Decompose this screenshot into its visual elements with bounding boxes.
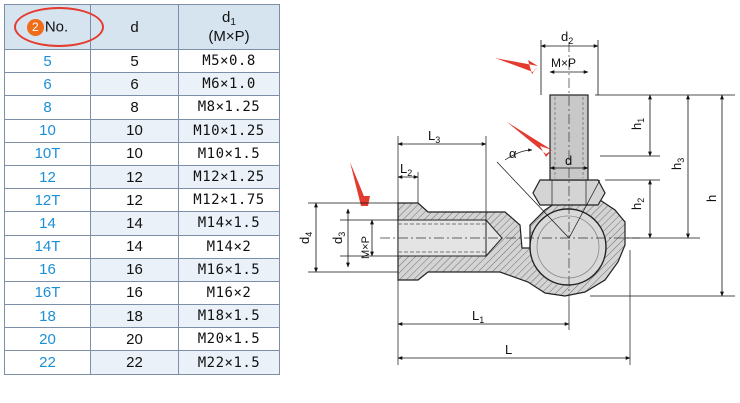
cell-no: 12 [4, 164, 91, 190]
header-d-label: d [130, 18, 139, 36]
label-L3: L3 [428, 128, 440, 145]
cell-d: 14 [90, 211, 179, 236]
cell-no: 10 [4, 118, 91, 143]
label-d: d [565, 153, 572, 168]
label-L: L [505, 342, 512, 357]
cell-d: 10 [90, 141, 179, 166]
red-arrow-middle [507, 122, 552, 157]
cell-mp: M6×1.0 [178, 72, 280, 97]
cell-mp: M14×1.5 [178, 211, 280, 236]
header-d: d [90, 4, 179, 50]
cell-mp: M16×2 [178, 280, 280, 306]
ball [529, 208, 607, 286]
label-d3: d3 [330, 232, 347, 244]
label-d2: d2 [561, 29, 573, 46]
cell-d: 10 [90, 118, 179, 143]
label-h2: h2 [629, 198, 646, 210]
highlight-ring [13, 7, 104, 48]
red-arrow-left [350, 162, 370, 206]
cell-no: 8 [4, 95, 91, 120]
label-mxp-top: M×P [551, 56, 576, 70]
label-L2: L2 [400, 161, 412, 178]
cell-mp: M12×1.25 [178, 164, 280, 190]
cell-mp: M5×0.8 [178, 48, 280, 74]
cell-mp: M10×1.25 [178, 118, 280, 143]
cell-d: 8 [90, 95, 179, 120]
header-d1-sub: 1 [230, 17, 236, 28]
cell-d: 16 [90, 280, 179, 306]
cell-mp: M16×1.5 [178, 257, 280, 282]
cell-mp: M22×1.5 [178, 350, 280, 375]
cell-mp: M12×1.75 [178, 188, 280, 213]
red-arrow-top [495, 58, 538, 74]
header-d1: d1 (M×P) [178, 4, 280, 50]
label-L1: L1 [472, 308, 484, 325]
cell-mp: M18×1.5 [178, 304, 280, 329]
cell-d: 22 [90, 350, 179, 375]
cell-mp: M8×1.25 [178, 95, 280, 120]
ball-inner-line [536, 215, 600, 279]
label-alpha: α [509, 146, 517, 161]
cell-d: 6 [90, 72, 179, 97]
cell-no: 6 [4, 72, 91, 97]
label-h3: h3 [669, 158, 686, 170]
cell-no: 22 [4, 350, 91, 375]
header-d1-label: d [222, 9, 231, 26]
cell-mp: M14×2 [178, 234, 280, 259]
cell-no: 12T [4, 188, 91, 213]
label-mxp-side: M×P [360, 236, 372, 259]
cell-d: 20 [90, 327, 179, 352]
cell-d: 5 [90, 48, 179, 74]
cell-d: 12 [90, 164, 179, 190]
cell-mp: M10×1.5 [178, 141, 280, 166]
cell-d: 18 [90, 304, 179, 329]
label-h: h [704, 195, 719, 202]
label-d4: d4 [297, 232, 314, 244]
cell-no: 16 [4, 257, 91, 282]
header-d1-unit: (M×P) [208, 28, 250, 45]
label-h1: h1 [629, 118, 646, 130]
